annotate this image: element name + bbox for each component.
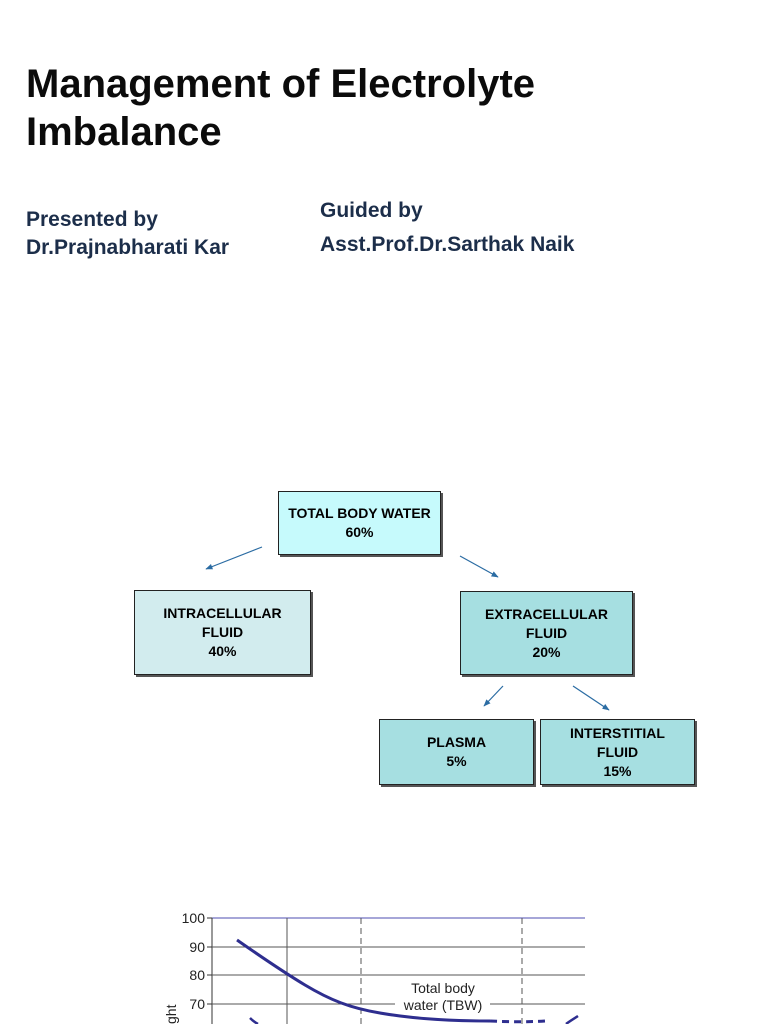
interstitial-fluid-box: INTERSTITIAL FLUID 15%: [540, 719, 695, 785]
total-body-water-box: TOTAL BODY WATER 60%: [278, 491, 441, 555]
icf-label-2: FLUID: [201, 624, 244, 640]
tbw-series-dashed: [489, 1019, 546, 1024]
presenter-block: Presented by Dr.Prajnabharati Kar: [26, 206, 229, 262]
title-line-1: Management of Electrolyte: [26, 62, 536, 106]
ytick-90: 90: [189, 939, 205, 955]
presenter-label: Presented by: [26, 208, 158, 231]
guide-name: Asst.Prof.Dr.Sarthak Naik: [320, 233, 575, 256]
secondary-curve-right: [565, 1014, 579, 1024]
ecf-percent: 20%: [532, 643, 561, 660]
isf-percent: 15%: [603, 762, 632, 779]
presenter-name: Dr.Prajnabharati Kar: [26, 236, 230, 259]
intracellular-fluid-box: INTRACELLULAR FLUID 40%: [134, 590, 311, 675]
total-label: TOTAL BODY WATER: [288, 505, 431, 521]
arrow-to-icf: [205, 546, 263, 570]
tbw-series-line: [236, 938, 491, 1023]
total-percent: 60%: [345, 524, 374, 540]
tbw-chart: 100 90 80 70 ght Total body water (TBW): [163, 910, 585, 1024]
plasma-label: PLASMA: [426, 734, 487, 750]
diagram-arrows: [205, 546, 610, 711]
arrow-to-ecf: [459, 555, 499, 578]
arrow-to-interstitial: [572, 685, 610, 711]
arrow-to-plasma: [483, 685, 504, 707]
ecf-label-2: FLUID: [525, 624, 568, 641]
guide-block: Guided by Asst.Prof.Dr.Sarthak Naik: [320, 194, 574, 262]
isf-label-2: FLUID: [596, 743, 639, 760]
guide-label: Guided by: [320, 199, 423, 222]
icf-label-1: INTRACELLULAR: [163, 605, 282, 621]
series-label-line2: water (TBW): [403, 997, 483, 1013]
page-title: Management of Electrolyte Imbalance: [26, 60, 726, 156]
y-axis-label: ght: [163, 1004, 179, 1024]
ytick-80: 80: [189, 967, 205, 983]
icf-percent: 40%: [208, 643, 237, 659]
secondary-curve-left: [249, 1017, 259, 1024]
ecf-label-1: EXTRACELLULAR: [485, 605, 608, 622]
plasma-box: PLASMA 5%: [379, 719, 534, 785]
plasma-percent: 5%: [446, 753, 467, 769]
extracellular-fluid-box: EXTRACELLULAR FLUID 20%: [460, 591, 633, 675]
series-label-line1: Total body: [411, 980, 475, 996]
ytick-100: 100: [182, 910, 206, 926]
ytick-70: 70: [189, 996, 205, 1012]
isf-label-1: INTERSTITIAL: [570, 724, 665, 741]
title-line-2: Imbalance: [26, 110, 222, 154]
